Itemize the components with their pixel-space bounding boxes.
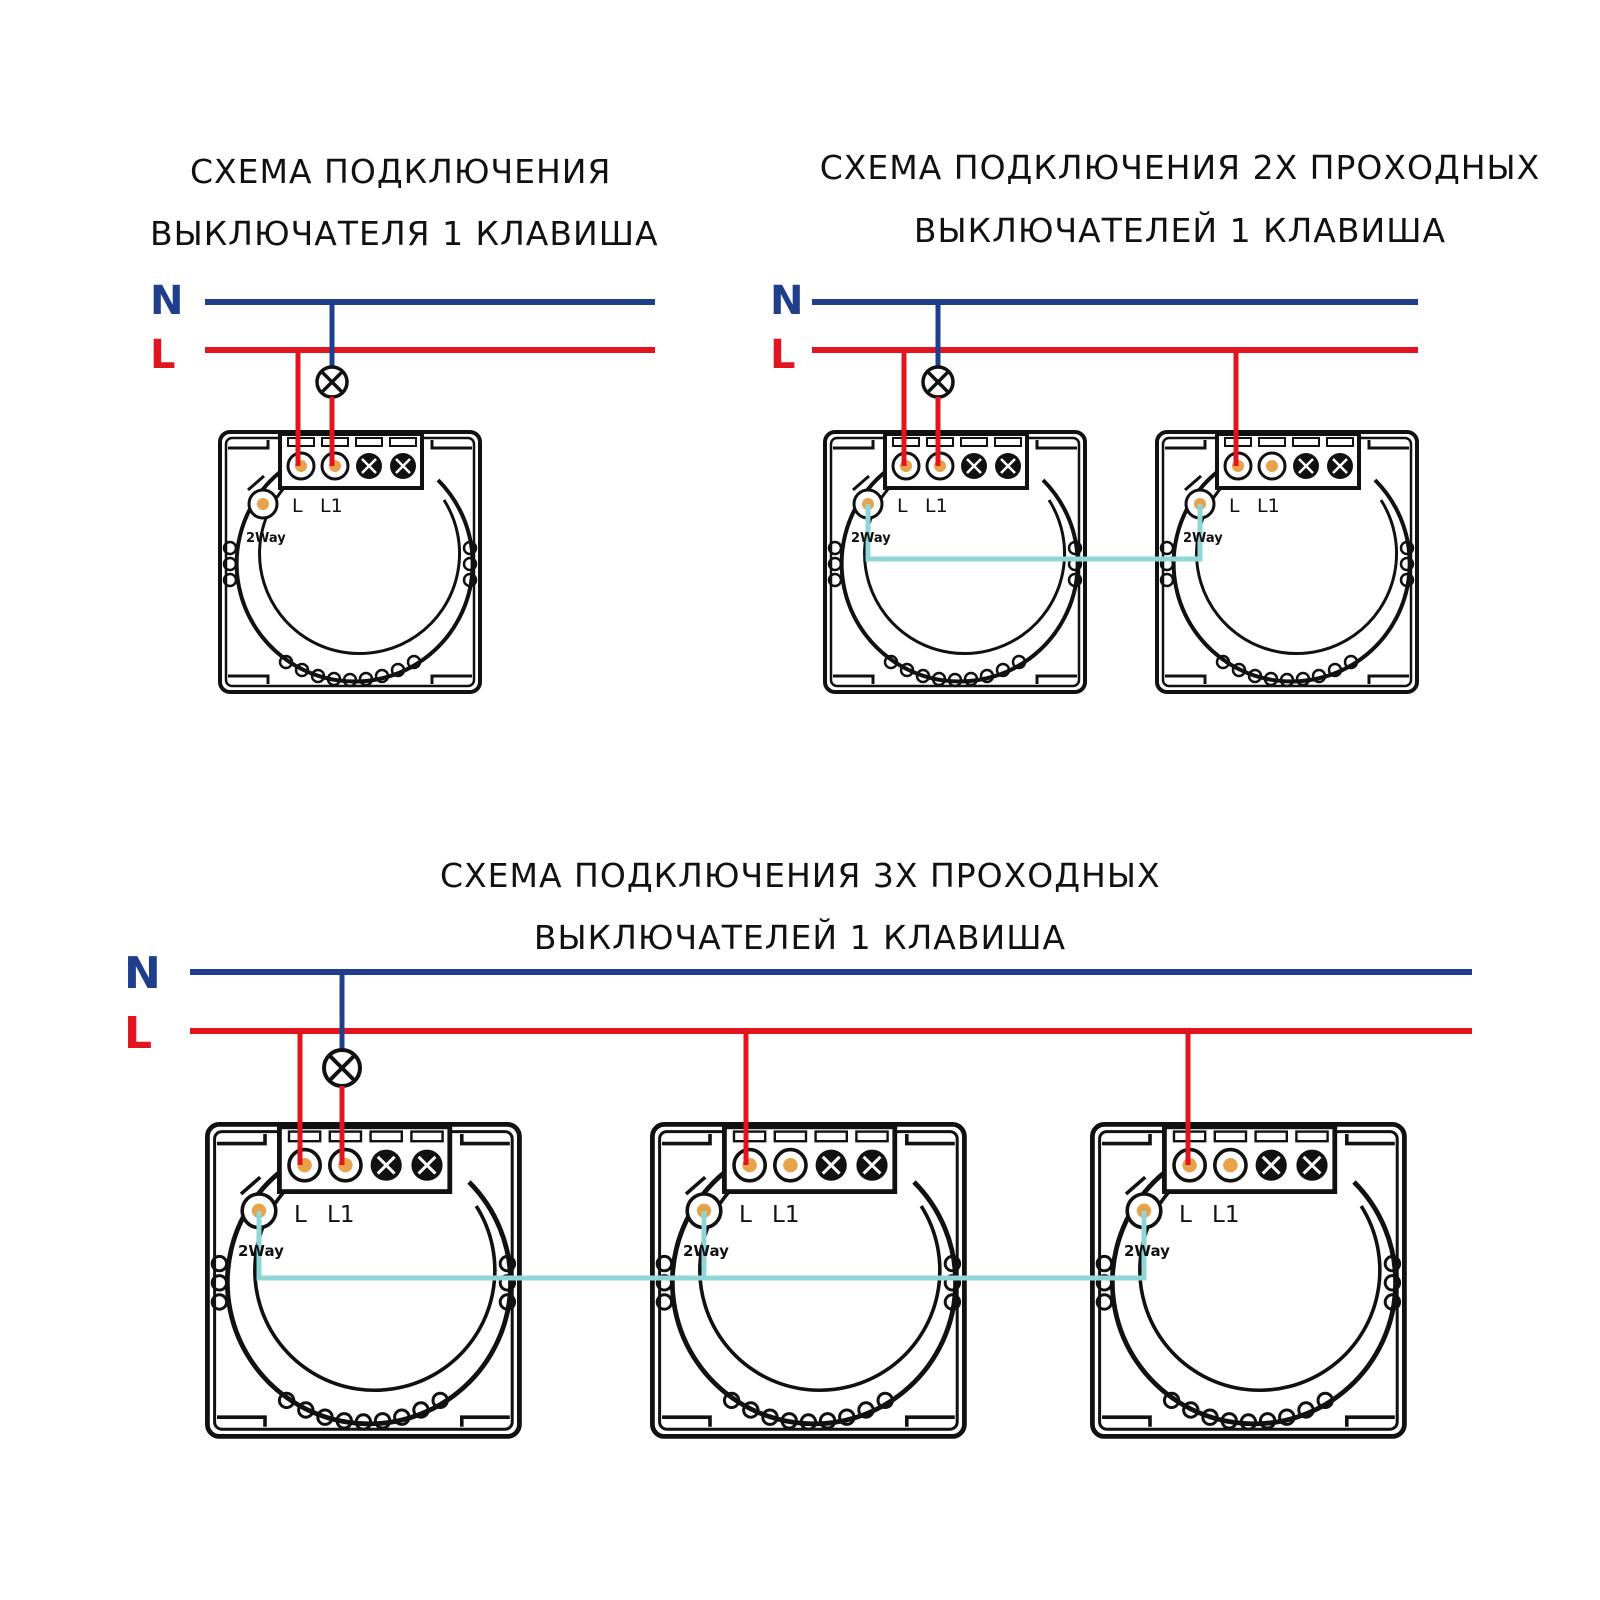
terminal-label-l1: L1	[327, 1202, 354, 1228]
twoway-label: 2Way	[1124, 1242, 1170, 1260]
diagram-1-line-label: L	[150, 332, 176, 378]
terminal-label-l1: L1	[925, 495, 948, 517]
lamp-icon	[921, 365, 955, 399]
diagram-1: L L1 2Way	[205, 299, 655, 694]
terminal-label-l: L	[739, 1202, 752, 1228]
diagram-1-title-line2: ВЫКЛЮЧАТЕЛЯ 1 КЛАВИША	[150, 214, 659, 253]
diagram-2-line-label: L	[770, 332, 796, 378]
diagram-3-neutral-label: N	[124, 948, 161, 999]
diagram-3-title-line2: ВЫКЛЮЧАТЕЛЕЙ 1 КЛАВИША	[533, 918, 1067, 957]
twoway-label: 2Way	[246, 531, 286, 546]
terminal-label-l: L	[1229, 495, 1240, 517]
terminal-label-l1: L1	[1257, 495, 1280, 517]
switch-mechanism	[823, 430, 1087, 694]
terminal-label-l: L	[294, 1202, 307, 1228]
switch-mechanism	[218, 430, 482, 694]
terminal-label-l: L	[1179, 1202, 1192, 1228]
diagram-2-title-line1: СХЕМА ПОДКЛЮЧЕНИЯ 2Х ПРОХОДНЫХ	[819, 148, 1541, 187]
terminal-label-l1: L1	[320, 495, 343, 517]
lamp-icon	[322, 1048, 362, 1088]
diagram-3: L L1 2Way L L1 2Way L L1 2Way	[190, 969, 1472, 1436]
diagram-2-neutral-label: N	[770, 278, 804, 324]
diagram-1-neutral-label: N	[150, 278, 184, 324]
diagram-3-line-label: L	[124, 1008, 153, 1059]
terminal-label-l: L	[292, 495, 303, 517]
twoway-label: 2Way	[238, 1242, 284, 1260]
twoway-label: 2Way	[1183, 531, 1223, 546]
diagram-3-traveler-wire	[256, 1211, 1147, 1281]
diagram-3-title-line1: СХЕМА ПОДКЛЮЧЕНИЯ 3Х ПРОХОДНЫХ	[440, 856, 1161, 895]
diagram-2-title-line2: ВЫКЛЮЧАТЕЛЕЙ 1 КЛАВИША	[913, 211, 1447, 250]
terminal-label-l1: L1	[1212, 1202, 1239, 1228]
switch-mechanism	[1155, 430, 1419, 694]
terminal-label-l: L	[897, 495, 908, 517]
terminal-label-l1: L1	[772, 1202, 799, 1228]
diagram-1-title-line1: СХЕМА ПОДКЛЮЧЕНИЯ	[190, 152, 612, 191]
twoway-label: 2Way	[683, 1242, 729, 1260]
diagram-2: L L1 2Way L L1 2Way	[812, 299, 1419, 694]
diagram-2-traveler-wire	[865, 504, 1203, 562]
lamp-icon	[315, 365, 349, 399]
twoway-label: 2Way	[851, 531, 891, 546]
